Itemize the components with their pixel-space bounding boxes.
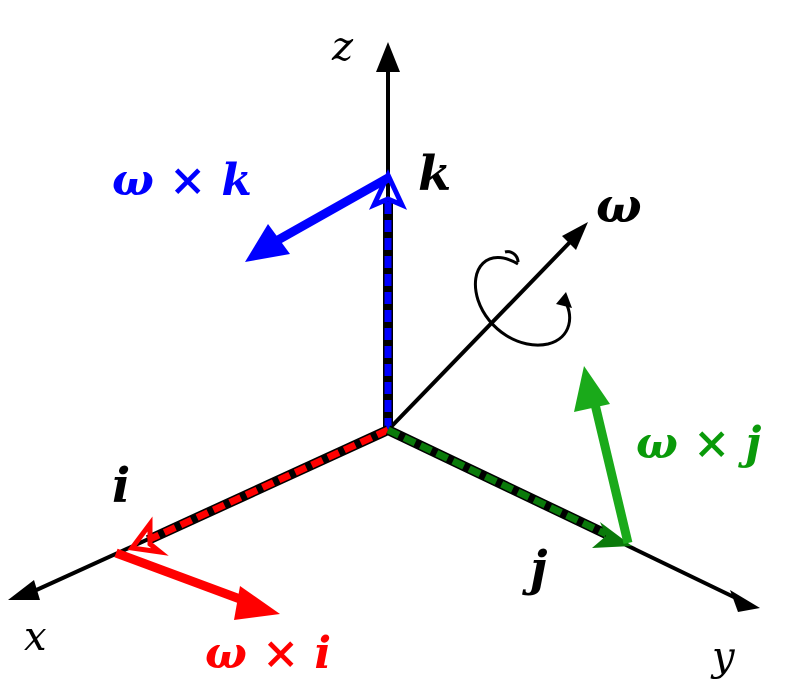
omega-cross-i-vector [114, 548, 280, 620]
omega-cross-i-arrowhead-icon [234, 586, 280, 620]
omega-cross-k-vector [245, 174, 391, 262]
omega-cross-j-vector [574, 366, 633, 545]
j-arrowhead-icon [592, 522, 632, 548]
omega-label: ω [596, 178, 642, 234]
k-label: k [418, 146, 451, 202]
omega-cross-j-label: ω × j [636, 418, 761, 469]
z-axis-label: z [331, 24, 354, 70]
rotation-arrowhead-icon [556, 292, 572, 308]
unit-vector-i [127, 425, 391, 556]
rotation-indicator [473, 250, 572, 347]
z-axis-arrowhead-icon [376, 42, 400, 72]
unit-vector-j [385, 425, 632, 548]
omega-cross-k-label: ω × k [112, 155, 252, 206]
x-axis-label: x [24, 614, 47, 660]
omega-arrowhead-icon [562, 222, 588, 250]
unit-vector-k [368, 169, 408, 430]
j-label: j [522, 541, 547, 597]
i-arrowhead-icon [127, 516, 169, 556]
x-axis-arrowhead-icon [8, 580, 40, 600]
omega-axis [386, 222, 588, 432]
omega-cross-j-arrowhead-icon [574, 366, 610, 412]
i-label: i [112, 458, 130, 514]
k-arrowhead-icon [368, 169, 408, 210]
y-axis-arrowhead-icon [730, 590, 760, 612]
omega-cross-k-arrowhead-icon [245, 224, 290, 262]
omega-cross-i-label: ω × i [205, 628, 331, 679]
y-axis-label: y [710, 634, 736, 680]
